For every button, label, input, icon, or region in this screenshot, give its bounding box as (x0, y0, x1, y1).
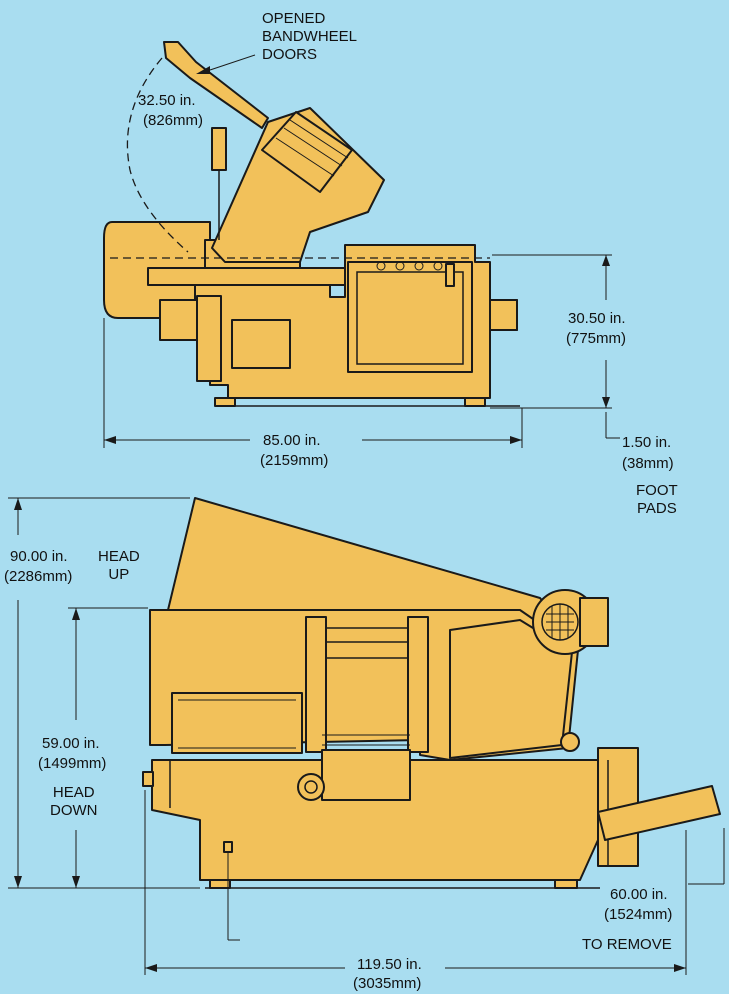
foot-dim-in: 1.50 in. (622, 434, 672, 451)
top-height-mm: (775mm) (566, 330, 627, 347)
top-side-panel (196, 295, 222, 382)
head-up-label: HEAD UP (98, 548, 140, 583)
knob-3 (414, 261, 424, 271)
bottom-wheel-cover (449, 619, 573, 759)
bottom-length-mm: (3035mm) (353, 975, 422, 992)
top-foot-right (464, 397, 486, 407)
door-swing-arc (126, 57, 189, 253)
head-down-in: 59.00 in. (42, 735, 100, 752)
top-motor (261, 111, 353, 193)
head-down-label: HEAD DOWN (50, 784, 98, 819)
top-cylinder (211, 127, 227, 171)
top-machine (103, 41, 520, 407)
top-front-panel (231, 319, 291, 369)
bottom-foot-left (209, 879, 231, 889)
top-length-mm: (2159mm) (260, 452, 329, 469)
knob-1 (376, 261, 386, 271)
top-dimensions (103, 54, 620, 448)
bottom-roller-extension (597, 785, 721, 841)
top-door-arm (163, 41, 269, 129)
top-height-in: 30.50 in. (568, 310, 626, 327)
door-dim-mm: (826mm) (143, 112, 204, 129)
remove-dim-in: 60.00 in. (610, 886, 668, 903)
bottom-dimensions (8, 497, 725, 975)
foot-label: FOOT PADS (636, 482, 678, 517)
top-length-in: 85.00 in. (263, 432, 321, 449)
knob-2 (395, 261, 405, 271)
head-down-mm: (1499mm) (38, 755, 107, 772)
bottom-left-motor-box (171, 692, 303, 754)
bottom-raised-head (167, 497, 561, 623)
bottom-pivot (560, 732, 580, 752)
bottom-motor-box (579, 597, 609, 647)
top-right-box (489, 299, 518, 331)
foot-dim-mm: (38mm) (622, 455, 674, 472)
door-label: OPENED BANDWHEEL DOORS (262, 10, 358, 63)
remove-label: TO REMOVE (582, 936, 672, 953)
bottom-handwheel (297, 773, 325, 801)
bottom-machine (142, 497, 721, 889)
bottom-guide-left (305, 616, 327, 753)
remove-dim-mm: (1524mm) (604, 906, 673, 923)
top-handle (445, 263, 455, 287)
bottom-left-plug (142, 771, 154, 787)
bottom-switch (223, 841, 233, 853)
head-up-in: 90.00 in. (10, 548, 68, 565)
bottom-guide-right (407, 616, 429, 753)
door-dim-in: 32.50 in. (138, 92, 196, 109)
head-up-mm: (2286mm) (4, 568, 73, 585)
bottom-foot-right (554, 879, 578, 889)
top-foot-left (214, 397, 236, 407)
bottom-vise (321, 749, 411, 801)
bottom-length-in: 119.50 in. (357, 956, 422, 973)
top-work-table (147, 267, 346, 286)
knob-4 (433, 261, 443, 271)
top-cabinet-door (356, 271, 464, 365)
